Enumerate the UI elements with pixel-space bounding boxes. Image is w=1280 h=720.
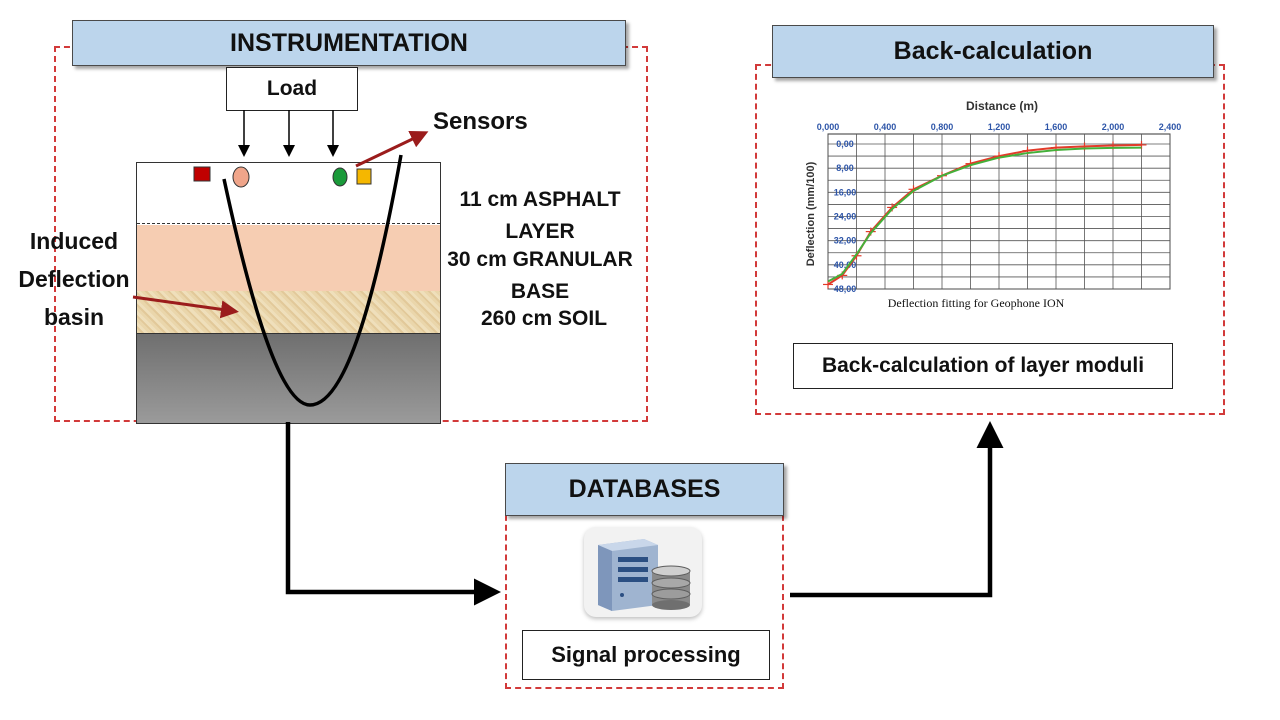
chart-x-tick-label: 0,400 bbox=[874, 122, 897, 132]
basin-label-line-3: basin bbox=[43, 304, 105, 330]
pavement-section bbox=[136, 162, 441, 424]
sensor-red-square bbox=[193, 166, 211, 182]
backcalc-title: Back-calculation bbox=[893, 37, 1093, 65]
sensor-yellow-square bbox=[356, 168, 372, 185]
layer-label-soil: 260 cm SOIL bbox=[480, 307, 608, 330]
chart-y-tick-label: 40,00 bbox=[834, 260, 857, 270]
chart-y-tick-label: 48,00 bbox=[834, 284, 857, 294]
basin-label-line-1: Induced bbox=[29, 228, 119, 254]
basin-label: Induced Deflection basin bbox=[6, 222, 142, 336]
subgrade-layer bbox=[137, 333, 440, 423]
chart-x-tick-label: 0,800 bbox=[931, 122, 954, 132]
chart-x-tick-label: 1,600 bbox=[1045, 122, 1068, 132]
sensors-arrow bbox=[355, 131, 429, 168]
load-box: Load bbox=[226, 67, 358, 111]
databases-title: DATABASES bbox=[568, 475, 721, 503]
flow-connector-to-databases bbox=[285, 422, 501, 606]
chart-y-tick-label: 0,00 bbox=[836, 139, 854, 149]
granular-base-layer bbox=[137, 225, 440, 291]
layer-label-granular-2: BASE bbox=[510, 280, 570, 303]
load-label: Load bbox=[266, 77, 318, 100]
chart-y-tick-label: 8,00 bbox=[836, 163, 854, 173]
basin-arrow bbox=[132, 295, 239, 319]
soil-layer bbox=[137, 291, 440, 333]
chart-y-tick-label: 16,00 bbox=[834, 187, 857, 197]
chart-x-tick-label: 0,000 bbox=[817, 122, 840, 132]
instrumentation-title: INSTRUMENTATION bbox=[230, 28, 468, 57]
chart-caption: Deflection fitting for Geophone ION bbox=[888, 296, 1065, 310]
chart-x-tick-label: 2,000 bbox=[1102, 122, 1125, 132]
chart-x-tick-label: 1,200 bbox=[988, 122, 1011, 132]
backcalc-caption: Back-calculation of layer moduli bbox=[821, 354, 1145, 377]
sensor-green-circle bbox=[332, 167, 348, 187]
chart-y-tick-label: 32,00 bbox=[834, 236, 857, 246]
chart-title: Distance (m) bbox=[966, 99, 1038, 113]
backcalc-header: Back-calculation bbox=[772, 25, 1214, 78]
databases-caption-box: Signal processing bbox=[522, 630, 770, 680]
databases-caption: Signal processing bbox=[551, 642, 741, 667]
basin-label-line-2: Deflection bbox=[18, 266, 130, 292]
sensor-pink-circle bbox=[232, 166, 250, 188]
deflection-chart: Distance (m) Deflection (mm/100) 0,000 0,… bbox=[805, 99, 1182, 310]
chart-x-tick-label: 2,400 bbox=[1159, 122, 1182, 132]
backcalc-caption-box: Back-calculation of layer moduli bbox=[793, 343, 1173, 389]
layer-label-asphalt: 11 cm ASPHALT bbox=[459, 188, 621, 211]
server-database-icon bbox=[584, 527, 702, 617]
instrumentation-header: INSTRUMENTATION bbox=[72, 20, 626, 66]
chart-y-tick-label: 24,00 bbox=[834, 212, 857, 222]
sensors-label: Sensors bbox=[433, 108, 528, 135]
chart-ylabel: Deflection (mm/100) bbox=[805, 161, 817, 266]
layer-label-asphalt-2: LAYER bbox=[505, 220, 575, 243]
chart-series-line-2 bbox=[827, 146, 1142, 283]
layer-label-granular: 30 cm GRANULAR bbox=[447, 248, 633, 271]
databases-header: DATABASES bbox=[505, 463, 784, 516]
flow-connector-to-backcalc bbox=[790, 421, 1004, 598]
deflection-basin-curve bbox=[222, 154, 403, 407]
